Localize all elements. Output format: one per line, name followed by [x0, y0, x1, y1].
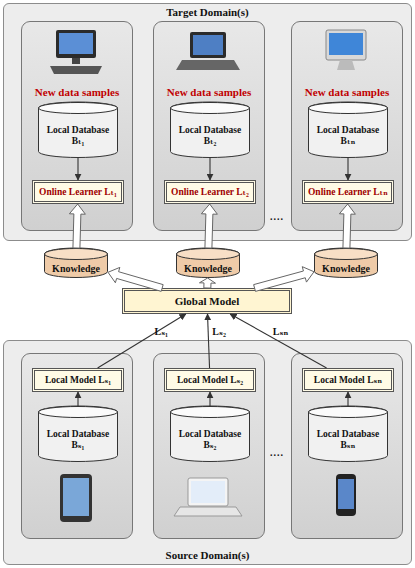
- cylinder-body: [45, 248, 108, 278]
- text-holder: Online Learner Lₜ₁: [35, 183, 121, 201]
- node-label: Knowledge: [52, 263, 100, 275]
- node-label: Local Model Lₛ₁: [45, 375, 111, 386]
- node-label: Local Database Bₜ₂: [174, 125, 246, 147]
- learner-box: Online Learner Lₜₙ: [302, 180, 394, 204]
- cylinder-top: [171, 103, 250, 114]
- cylinder-body: [171, 406, 250, 462]
- text-holder: Local Database Bₜ₁: [38, 115, 118, 156]
- node-label: New data samples: [22, 86, 132, 99]
- cylinder-body: [39, 102, 118, 158]
- text-holder: Local Model Lₛₙ: [305, 371, 391, 389]
- client-panel: Local Model LₛₙLocal Database Bₛₙ: [291, 353, 403, 539]
- database-cylinder: Local Database Bₛ₂: [170, 406, 250, 462]
- database-cylinder: Local Database Bₜ₂: [170, 102, 250, 158]
- local-model-box: Local Model Lₛ₂: [164, 368, 256, 392]
- cylinder-top: [39, 103, 118, 114]
- node-label: Online Learner Lₜₙ: [308, 187, 388, 198]
- cylinder-body: [309, 406, 388, 462]
- cylinder-body: [177, 248, 240, 278]
- panel-title: Source Domain(s): [4, 549, 411, 562]
- node-label: Online Learner Lₜ₁: [39, 187, 117, 198]
- node-label: Local Database Bₜₙ: [312, 125, 384, 147]
- text-holder: Knowledge: [314, 261, 378, 276]
- text-holder: Target Domain(s): [4, 6, 411, 19]
- edge-label: Lₛ₂: [212, 326, 226, 337]
- node-label: Knowledge: [322, 263, 370, 275]
- text-holder: Local Database Bₜₙ: [308, 115, 388, 156]
- cylinder-top: [309, 103, 388, 114]
- client-panel: Local Database BₜₙOnline Learner Lₜₙ New …: [291, 21, 403, 231]
- cylinder-top: [39, 407, 118, 418]
- block-arrow: [199, 278, 215, 288]
- text-holder: Local Database Bₛₙ: [308, 419, 388, 460]
- cylinder-body: [171, 102, 250, 158]
- text-holder: Source Domain(s): [4, 549, 411, 562]
- cylinder-top: [177, 249, 240, 260]
- node-label: Local Model Lₛₙ: [314, 375, 382, 386]
- node-label: New data samples: [154, 86, 264, 99]
- text-holder: New data samples: [292, 86, 402, 99]
- node-label: Local Model Lₛ₂: [177, 375, 243, 386]
- text-holder: Local Model Lₛ₂: [167, 371, 253, 389]
- knowledge-cylinder: Knowledge: [44, 248, 108, 278]
- edge-label: Lₛ₁: [155, 326, 169, 337]
- text-holder: Online Learner Lₜₙ: [305, 183, 391, 201]
- node-label: Knowledge: [184, 263, 232, 275]
- database-cylinder: Local Database Bₜₙ: [308, 102, 388, 158]
- domain-panel: Local Database Bₜ₁ Online Learner Lₜ₁ New …: [3, 3, 412, 241]
- node-label: Local Database Bₛₙ: [312, 429, 384, 451]
- edge-label: Lₛₙ: [273, 326, 289, 337]
- text-holder: Local Model Lₛ₁: [35, 371, 121, 389]
- client-panel: Local Model Lₛ₁ Local Database Bₛ₁: [21, 353, 133, 539]
- client-panel: Local Database Bₜ₂ Online Learner Lₜ₂ New …: [153, 21, 265, 231]
- global-model-box: Global Model: [122, 288, 292, 314]
- client-panel: Local Database Bₜ₁ Online Learner Lₜ₁ New …: [21, 21, 133, 231]
- database-cylinder: Local Database Bₛ₁: [38, 406, 118, 462]
- text-holder: Global Model: [125, 291, 289, 311]
- node-label: Global Model: [175, 295, 239, 308]
- cylinder-body: [315, 248, 378, 278]
- learner-box: Online Learner Lₜ₁: [32, 180, 124, 204]
- cylinder-body: [309, 102, 388, 158]
- knowledge-cylinder: Knowledge: [314, 248, 378, 278]
- ellipsis-label: ....: [270, 211, 284, 222]
- text-holder: New data samples: [154, 86, 264, 99]
- panel-title: Target Domain(s): [4, 6, 411, 19]
- knowledge-cylinder: Knowledge: [176, 248, 240, 278]
- node-label: New data samples: [292, 86, 402, 99]
- text-holder: Knowledge: [176, 261, 240, 276]
- local-model-box: Local Model Lₛ₁: [32, 368, 124, 392]
- cylinder-top: [309, 407, 388, 418]
- cylinder-top: [171, 407, 250, 418]
- node-label: Online Learner Lₜ₂: [171, 187, 249, 198]
- text-holder: Online Learner Lₜ₂: [167, 183, 253, 201]
- text-holder: Local Database Bₜ₂: [170, 115, 250, 156]
- cylinder-body: [39, 406, 118, 462]
- domain-panel: Local Model Lₛ₁Local Database Bₛ₁Local M…: [3, 340, 412, 565]
- ellipsis-label: ....: [270, 447, 284, 458]
- database-cylinder: Local Database Bₜ₁: [38, 102, 118, 158]
- client-panel: Local Model Lₛ₂ Local Database Bₛ₂: [153, 353, 265, 539]
- text-holder: Local Database Bₛ₁: [38, 419, 118, 460]
- text-holder: Local Database Bₛ₂: [170, 419, 250, 460]
- node-label: Local Database Bₛ₁: [42, 429, 114, 451]
- cylinder-top: [315, 249, 378, 260]
- node-label: Local Database Bₛ₂: [174, 429, 246, 451]
- node-label: Local Database Bₜ₁: [42, 125, 114, 147]
- cylinder-top: [45, 249, 108, 260]
- text-holder: New data samples: [22, 86, 132, 99]
- local-model-box: Local Model Lₛₙ: [302, 368, 394, 392]
- learner-box: Online Learner Lₜ₂: [164, 180, 256, 204]
- database-cylinder: Local Database Bₛₙ: [308, 406, 388, 462]
- text-holder: Knowledge: [44, 261, 108, 276]
